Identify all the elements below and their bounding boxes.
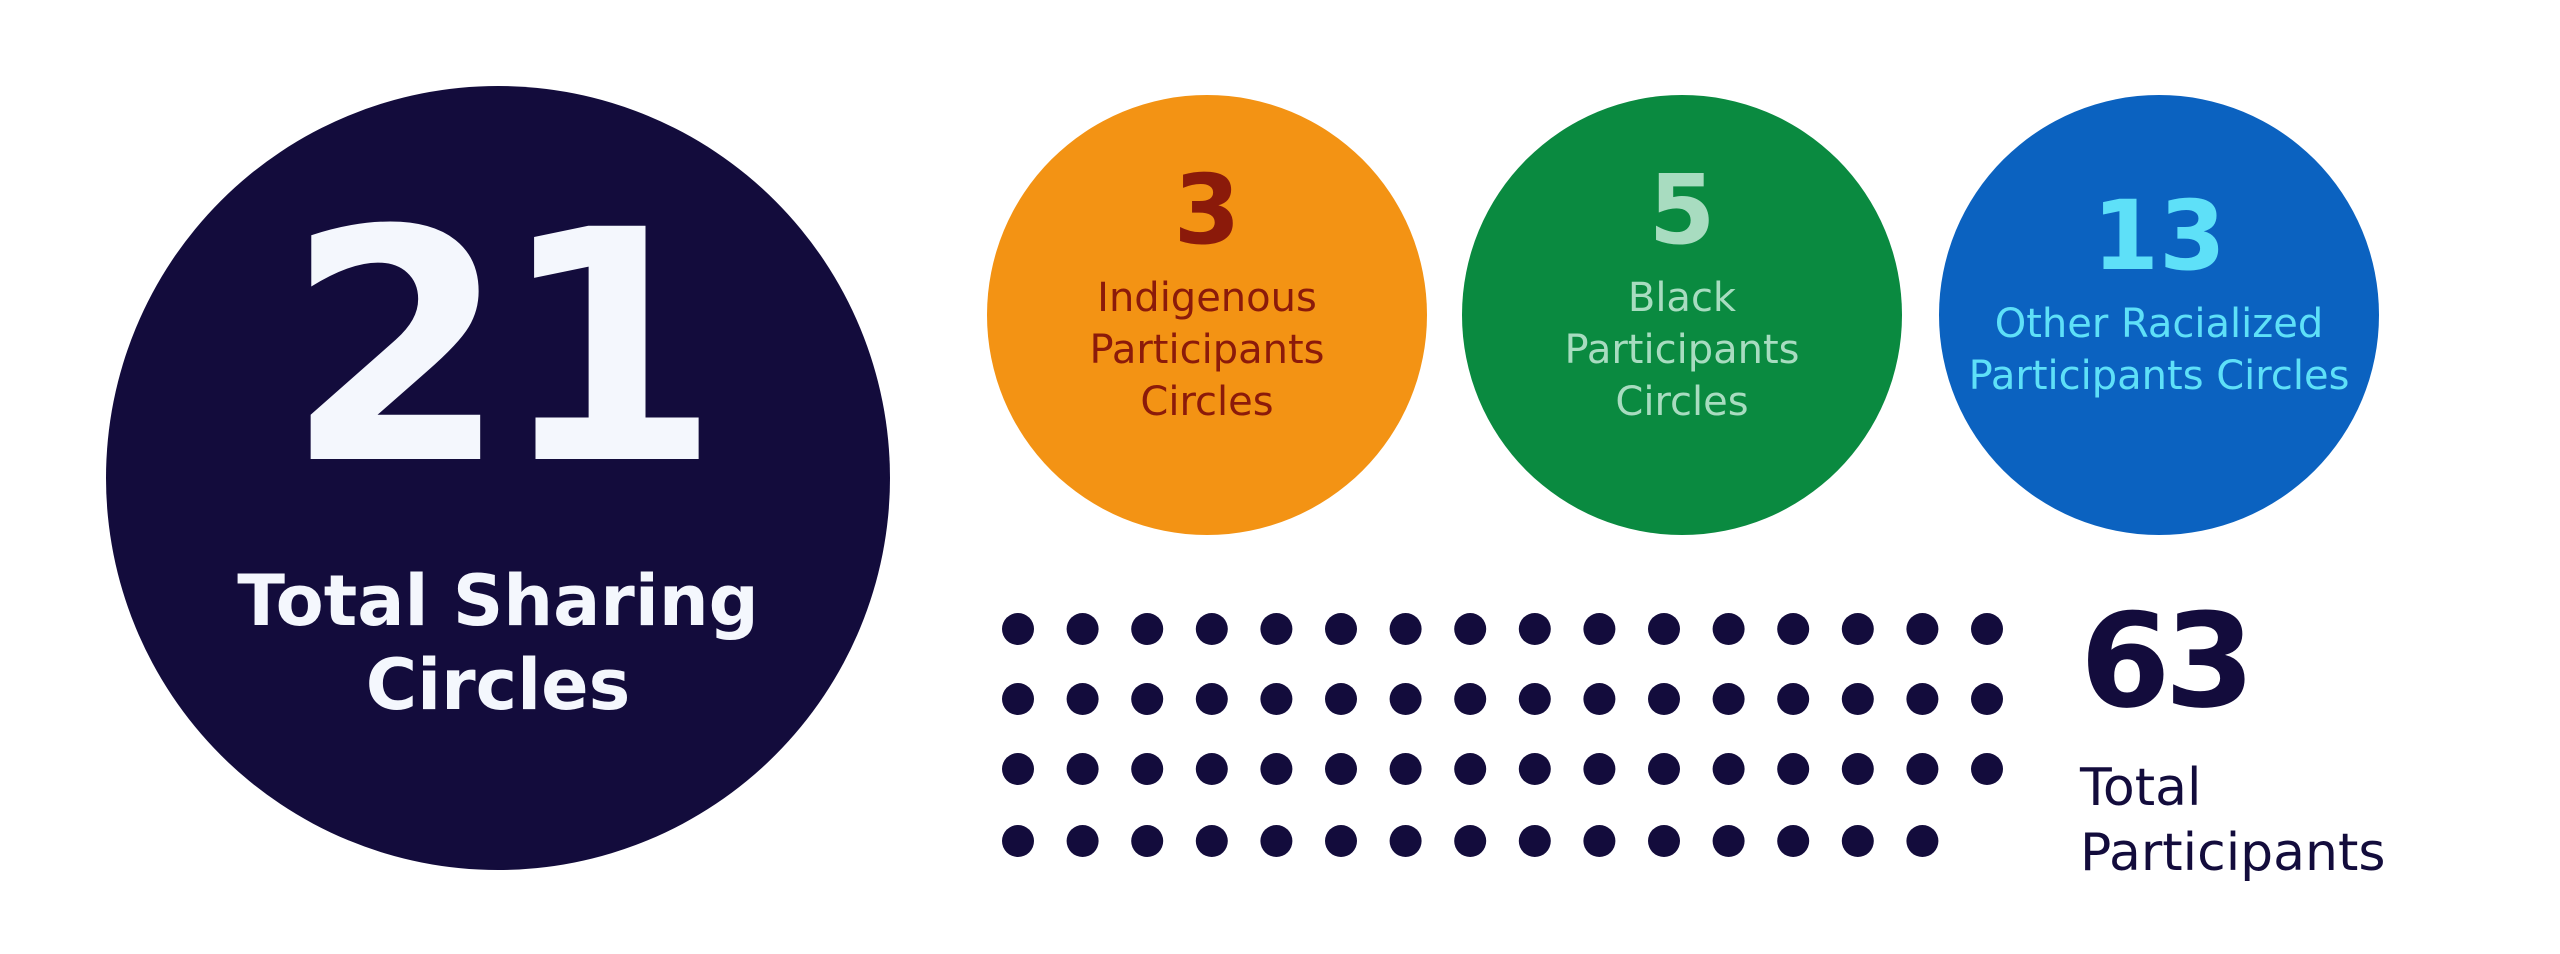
participant-dot: [1712, 613, 1745, 645]
participant-dot: [1583, 753, 1616, 785]
participant-dot: [1777, 825, 1810, 857]
participant-dot: [1389, 613, 1422, 645]
participant-dot: [1260, 825, 1293, 857]
participant-dot: [1841, 753, 1874, 785]
participant-dot: [1195, 613, 1228, 645]
participant-dot: [1648, 825, 1680, 857]
participant-dot: [1971, 613, 2003, 645]
participant-dot: [1325, 825, 1357, 857]
other-racialized-circles-label: Other Racialized Participants Circles: [1968, 301, 2350, 399]
participant-dot: [1906, 613, 1939, 645]
black-circles-label: Black Participants Circles: [1564, 275, 1800, 425]
participant-dot: [1002, 683, 1034, 715]
participant-dot: [1583, 613, 1616, 645]
participant-dot: [1454, 825, 1487, 857]
participant-dot: [1906, 753, 1939, 785]
participant-dot: [1518, 613, 1551, 645]
participant-dot: [1195, 825, 1228, 857]
participant-dot: [1325, 753, 1357, 785]
participant-dot: [1454, 753, 1487, 785]
participant-dot: [1648, 613, 1680, 645]
black-circles-value: 5: [1648, 154, 1716, 266]
participant-dot: [1066, 825, 1099, 857]
indigenous-circles-value: 3: [1173, 154, 1241, 266]
black-circles-badge: 5 Black Participants Circles: [1462, 95, 1902, 535]
participant-dot: [1195, 683, 1228, 715]
participant-dot: [1002, 613, 1034, 645]
participant-dot: [1066, 753, 1099, 785]
participant-dot: [1002, 825, 1034, 857]
participant-dot: [1971, 753, 2003, 785]
participant-dot: [1131, 683, 1164, 715]
participant-dot: [1841, 825, 1874, 857]
participant-dot: [1131, 825, 1164, 857]
participant-dot: [1389, 825, 1422, 857]
total-participants-label-line1: Total: [2080, 758, 2202, 818]
participant-dot: [1648, 683, 1680, 715]
participant-dot: [1777, 613, 1810, 645]
participant-dot: [1389, 753, 1422, 785]
participant-dot: [1454, 683, 1487, 715]
participant-dot: [1454, 613, 1487, 645]
indigenous-circles-badge: 3 Indigenous Participants Circles: [987, 95, 1427, 535]
participant-dot: [1777, 683, 1810, 715]
total-circles-value: 21: [285, 163, 720, 535]
participant-dot: [1389, 683, 1422, 715]
participant-dot: [1260, 613, 1293, 645]
participant-dot: [1777, 753, 1810, 785]
other-racialized-circles-badge: 13 Other Racialized Participants Circles: [1939, 95, 2379, 535]
participant-dot: [1518, 683, 1551, 715]
participant-dot: [1971, 683, 2003, 715]
total-circles-label: Total Sharing Circles: [237, 560, 759, 726]
total-participants-label-line2: Participants: [2080, 823, 2386, 883]
other-racialized-circles-value: 13: [2092, 180, 2226, 292]
participant-dot: [1518, 753, 1551, 785]
participant-dot: [1712, 753, 1745, 785]
participant-dot: [1583, 825, 1616, 857]
participant-dot: [1648, 753, 1680, 785]
participant-dot: [1841, 613, 1874, 645]
participant-dot: [1712, 683, 1745, 715]
indigenous-circles-label: Indigenous Participants Circles: [1089, 275, 1325, 425]
participant-dot: [1325, 613, 1357, 645]
participant-dot: [1325, 683, 1357, 715]
participant-dot: [1260, 683, 1293, 715]
total-participants-value: 63: [2080, 585, 2255, 737]
participant-dot: [1260, 753, 1293, 785]
participant-dot: [1066, 613, 1099, 645]
total-participants: 63 Total Participants: [2080, 596, 2385, 886]
participant-dot: [1906, 683, 1939, 715]
participant-dot: [1583, 683, 1616, 715]
participant-dot: [1841, 683, 1874, 715]
total-sharing-circles-badge: 21 Total Sharing Circles: [106, 86, 890, 870]
participant-dot: [1195, 753, 1228, 785]
participant-dot: [1131, 613, 1164, 645]
participant-dot: [1712, 825, 1745, 857]
participant-dot: [1906, 825, 1939, 857]
participant-dot: [1131, 753, 1164, 785]
participant-dot: [1002, 753, 1034, 785]
participant-dot: [1518, 825, 1551, 857]
participant-dot: [1066, 683, 1099, 715]
